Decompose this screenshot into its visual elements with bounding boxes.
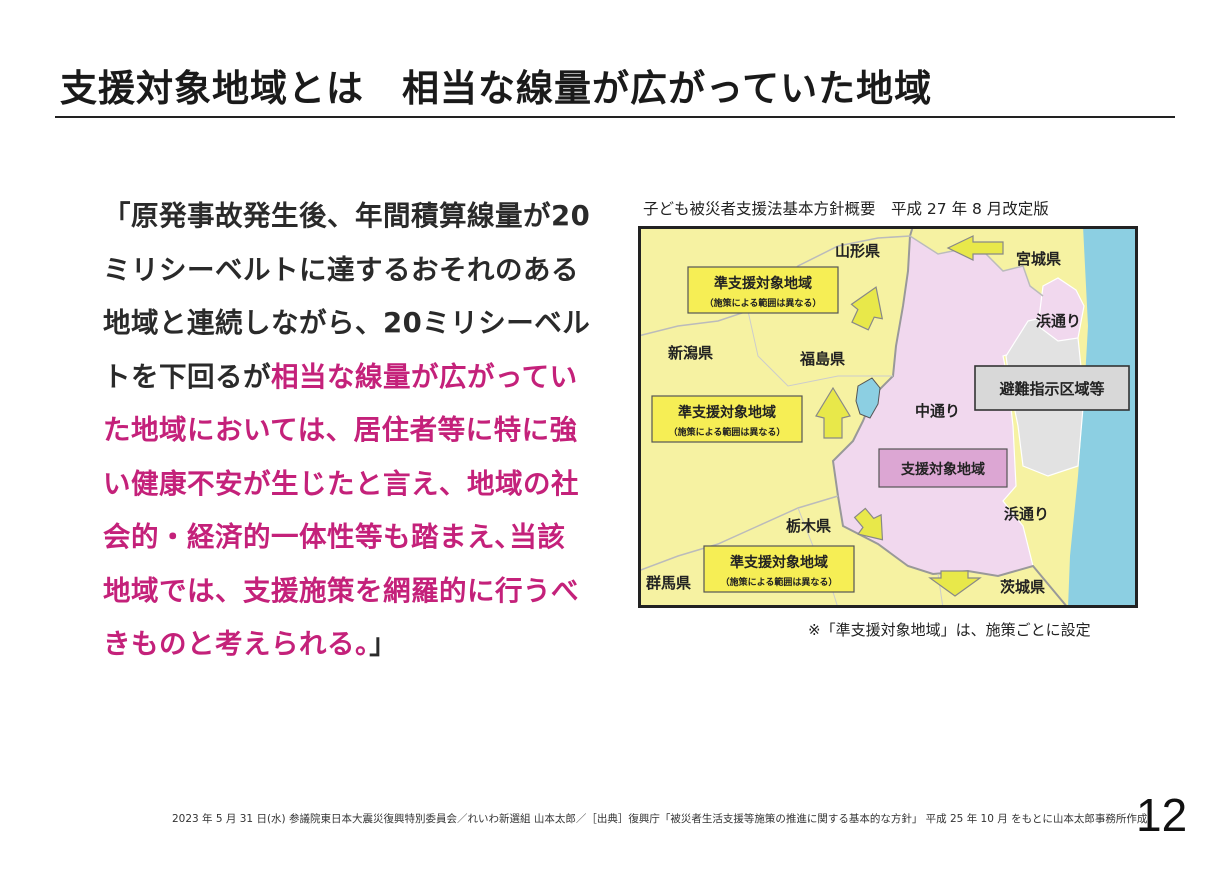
quote-normal-text: 「原発事故発生後、年間積算線量が20ミリシーベルトに達するおそれのある地域と連続… <box>103 200 591 393</box>
map-caption: 子ども被災者支援法基本方針概要 平成 27 年 8 月改定版 <box>643 200 1049 218</box>
map-south-border <box>638 495 839 572</box>
label-hamadori-north: 浜通り <box>1036 312 1081 330</box>
arrow-south <box>928 570 982 597</box>
semi-support-box-2: 準支援対象地域 （施策による範囲は異なる） <box>651 395 803 443</box>
label-miyagi: 宮城県 <box>1016 250 1061 268</box>
label-ibaraki: 茨城県 <box>1000 578 1045 596</box>
page-number: 12 <box>1136 789 1188 841</box>
title-divider <box>55 116 1175 118</box>
label-hamadori-south: 浜通り <box>1004 505 1049 523</box>
footer-source: 2023 年 5 月 31 日(水) 参議院東日本大震災復興特別委員会／れいわ新… <box>172 813 1148 825</box>
map-inner-border <box>747 310 893 387</box>
quote-block: 「原発事故発生後、年間積算線量が20ミリシーベルトに達するおそれのある地域と連続… <box>103 190 593 672</box>
label-nakadori: 中通り <box>915 402 960 420</box>
fukushima-map: 山形県 宮城県 新潟県 福島県 中通り 浜通り 浜通り 栃木県 群馬県 茨城県 … <box>638 226 1138 608</box>
map-lake <box>855 377 881 419</box>
slide-title: 支援対象地域とは 相当な線量が広がっていた地域 <box>60 67 933 110</box>
map-frame <box>638 226 1138 608</box>
support-area-box-label: 支援対象地域 <box>900 461 985 478</box>
semi-support-box-1: 準支援対象地域 （施策による範囲は異なる） <box>687 266 839 314</box>
map-north-border <box>638 235 1044 337</box>
semi-support-box-1-title: 準支援対象地域 <box>714 275 812 292</box>
semi-support-box-2-title: 準支援対象地域 <box>678 404 776 421</box>
quote-highlight-text: 相当な線量が広がっていた地域においては、居住者等に特に強い健康不安が生じたと言え… <box>103 360 579 661</box>
label-tochigi: 栃木県 <box>786 517 831 535</box>
semi-support-box-1-sub: （施策による範囲は異なる） <box>705 297 822 309</box>
semi-support-box-3: 準支援対象地域 （施策による範囲は異なる） <box>703 545 855 593</box>
support-area-box: 支援対象地域 <box>878 448 1008 488</box>
evac-area-box-label: 避難指示区域等 <box>999 380 1104 398</box>
map-arrows <box>815 235 1004 597</box>
map-sea <box>1068 226 1138 608</box>
semi-support-box-3-sub: （施策による範囲は異なる） <box>721 576 838 588</box>
arrow-north <box>946 235 1004 261</box>
map-note: ※「準支援対象地域」は、施策ごとに設定 <box>808 621 1091 639</box>
label-fukushima: 福島県 <box>799 350 845 368</box>
arrow-west <box>815 386 851 439</box>
arrow-northwest <box>850 286 884 331</box>
semi-support-box-2-sub: （施策による範囲は異なる） <box>669 426 786 438</box>
label-yamagata: 山形県 <box>835 242 880 260</box>
evac-area-box: 避難指示区域等 <box>974 365 1130 411</box>
quote-close: 」 <box>369 628 398 660</box>
label-niigata: 新潟県 <box>668 344 713 362</box>
map-hamadori-north <box>1037 277 1085 342</box>
semi-support-box-3-title: 準支援対象地域 <box>730 554 828 571</box>
arrow-southwest <box>853 507 884 541</box>
label-gunma: 群馬県 <box>646 574 691 592</box>
